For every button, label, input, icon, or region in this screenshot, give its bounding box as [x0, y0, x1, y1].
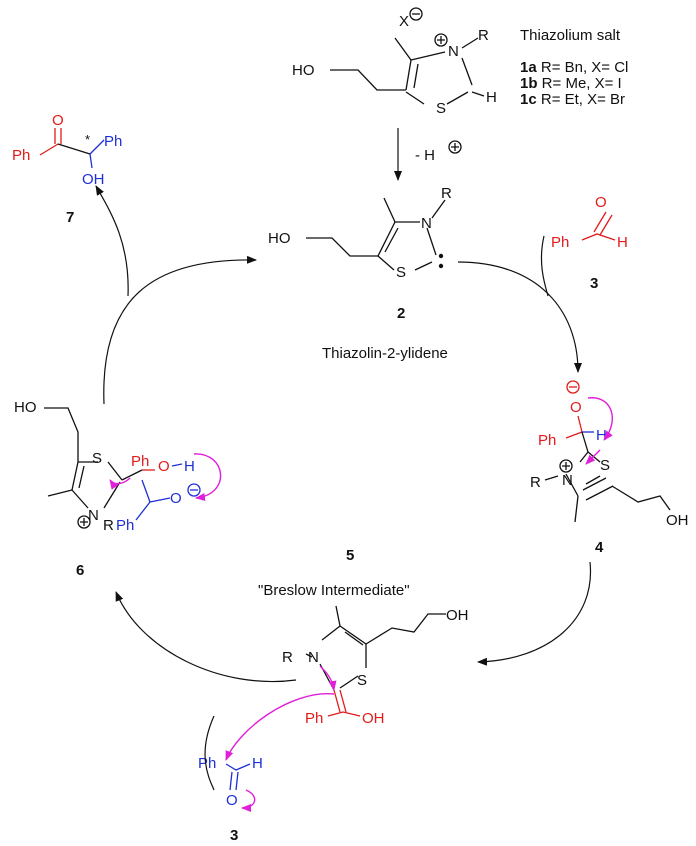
breslow-oh-label: OH — [446, 607, 469, 624]
carbene-lone-pair-icon — [438, 253, 444, 259]
adduct-4-s-atom: S — [600, 457, 610, 474]
breslow-r-label: R — [282, 649, 293, 666]
benzoin-product-7-structure: Ph O * Ph OH — [12, 112, 122, 188]
salt-ho-label: HO — [292, 62, 315, 79]
benzaldehyde-top-h: H — [617, 234, 628, 251]
salt-x-label: X — [399, 13, 409, 30]
salt-x-minus-charge-icon — [409, 7, 423, 21]
compound-6-number: 6 — [76, 562, 84, 579]
product-7-o: O — [52, 112, 64, 129]
deprotonation-label: - H — [415, 147, 435, 164]
adduct-6-s-atom: S — [92, 450, 102, 467]
benzaldehyde-bottom-structure: Ph H O — [198, 755, 263, 809]
salt-1b-text: R= Me, X= I — [538, 75, 622, 92]
thiazolium-salt-structure: S N R H HO X — [292, 7, 497, 117]
salt-1a-text: R= Bn, X= Cl — [537, 59, 629, 76]
curved-arrow-5a-icon — [319, 665, 337, 691]
ylidene-name: Thiazolin-2-ylidene — [322, 345, 448, 362]
adduct-6-h-blue: H — [184, 458, 195, 475]
benzaldehyde-bottom-ph: Ph — [198, 755, 216, 772]
curved-arrow-6a-icon — [193, 453, 222, 501]
adduct-6-n-atom: N — [88, 507, 99, 524]
salt-1a-entry: 1a R= Bn, X= Cl — [520, 59, 628, 76]
adduct-6-r-label: R — [103, 517, 114, 534]
adduct-4-h: H — [596, 427, 607, 444]
adduct-4-ph: Ph — [538, 432, 556, 449]
cycle-arrow-5-to-6 — [115, 591, 297, 683]
curved-arrow-4a-icon — [587, 397, 613, 441]
thiazolium-salt-title: Thiazolium salt — [520, 27, 621, 44]
compound-2-number: 2 — [397, 305, 405, 322]
adduct-6-o-blue: O — [170, 490, 182, 507]
cycle-arrow-4-to-5 — [477, 561, 592, 666]
product-7-ph-blue: Ph — [104, 133, 122, 150]
adduct-6-o-minus-icon — [187, 483, 201, 497]
carbene-s-atom: S — [396, 264, 406, 281]
salt-n-atom: N — [448, 43, 459, 60]
product-7-ph-red: Ph — [12, 147, 30, 164]
adduct-4-n-atom: N — [562, 472, 573, 489]
breslow-s-atom: S — [357, 672, 367, 689]
benzaldehyde-top-o: O — [595, 194, 607, 211]
carbene-n-atom: N — [421, 215, 432, 232]
salt-h-atom: H — [486, 89, 497, 106]
salt-1a-id: 1a — [520, 59, 537, 76]
adduct-4-o-minus-icon — [566, 380, 580, 394]
curved-arrow-3-icon — [241, 789, 256, 812]
cycle-arrow-6-to-2 — [103, 255, 257, 405]
carbene-ho-label: HO — [268, 230, 291, 247]
compound-3-bottom-number: 3 — [230, 827, 238, 844]
benzaldehyde-top-ph: Ph — [551, 234, 569, 251]
adduct-6-structure: HO S N R Ph O H Ph O — [14, 399, 201, 534]
adduct-4-o: O — [570, 399, 582, 416]
salt-s-atom: S — [436, 100, 446, 117]
product-release-arrow — [95, 185, 129, 297]
salt-legend: Thiazolium salt 1a R= Bn, X= Cl 1b R= Me… — [520, 27, 628, 108]
benzaldehyde-bottom-entry-arrow — [204, 715, 215, 791]
salt-n-plus-charge-icon — [434, 33, 448, 47]
breslow-ph: Ph — [305, 710, 323, 727]
curved-arrow-6b-icon — [109, 477, 131, 490]
breslow-n-atom: N — [308, 649, 319, 666]
salt-1c-id: 1c — [520, 91, 537, 108]
adduct-6-ph-red: Ph — [131, 453, 149, 470]
carbene-r-label: R — [441, 185, 452, 202]
adduct-6-n-plus-icon — [77, 515, 91, 529]
adduct-4-structure: O Ph H S N R OH — [530, 380, 689, 529]
salt-1b-entry: 1b R= Me, X= I — [520, 75, 622, 92]
curved-arrow-5b-icon — [225, 693, 335, 761]
benzaldehyde-bottom-h: H — [252, 755, 263, 772]
salt-r-label: R — [478, 27, 489, 44]
proton-plus-charge-icon — [448, 140, 462, 154]
product-7-stereocenter: * — [85, 132, 90, 147]
adduct-6-o-red: O — [158, 458, 170, 475]
compound-4-number: 4 — [595, 539, 604, 556]
breslow-intermediate-structure: S N R OH Ph OH — [282, 605, 469, 727]
adduct-4-r-label: R — [530, 474, 541, 491]
curved-arrow-4b-icon — [585, 449, 601, 465]
salt-1c-entry: 1c R= Et, X= Br — [520, 91, 625, 108]
benzaldehyde-entry-arrow — [540, 235, 549, 297]
cycle-arrow-2-to-4 — [457, 261, 582, 373]
salt-1c-text: R= Et, X= Br — [537, 91, 625, 108]
adduct-4-oh-label: OH — [666, 512, 689, 529]
carbene-2-structure: S N R HO — [268, 185, 452, 281]
breslow-name: "Breslow Intermediate" — [258, 582, 410, 599]
product-7-oh: OH — [82, 171, 105, 188]
compound-3-top-number: 3 — [590, 275, 598, 292]
adduct-6-ph-blue: Ph — [116, 517, 134, 534]
compound-5-number: 5 — [346, 547, 354, 564]
adduct-4-n-plus-icon — [559, 459, 573, 473]
benzaldehyde-top-structure: O Ph H — [551, 194, 628, 251]
adduct-6-ho-label: HO — [14, 399, 37, 416]
salt-1b-id: 1b — [520, 75, 538, 92]
benzaldehyde-bottom-o: O — [226, 792, 238, 809]
breslow-oh-red: OH — [362, 710, 385, 727]
compound-7-number: 7 — [66, 209, 74, 226]
